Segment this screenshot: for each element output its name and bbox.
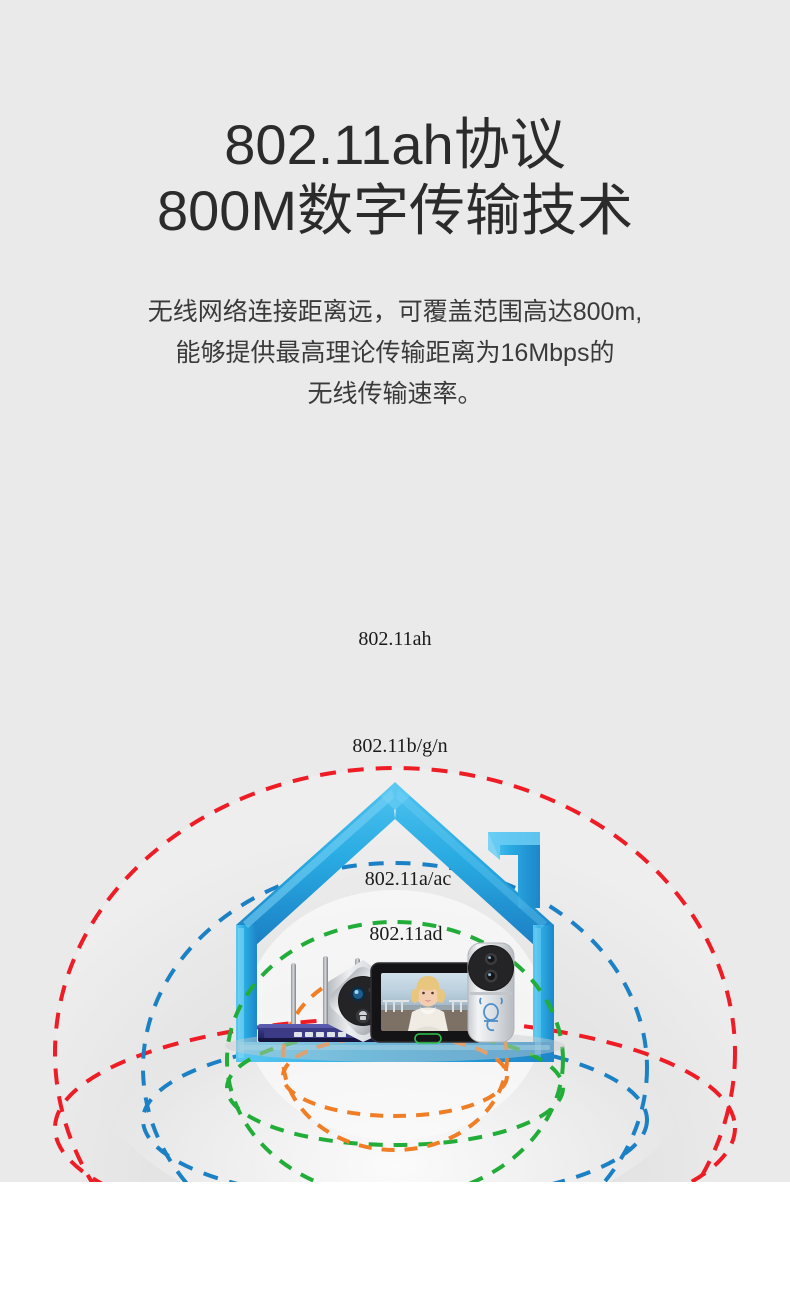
ring-label-802-11aac: 802.11a/ac: [365, 868, 452, 890]
page-subtitle: 无线网络连接距离远，可覆盖范围高达800m, 能够提供最高理论传输距离为16Mb…: [147, 298, 643, 409]
doorbell-touch-icon: [479, 997, 503, 1032]
tablet-screen-photo: [381, 973, 475, 1031]
house-outline: [236, 782, 554, 1062]
ring-label-802-11bgn: 802.11b/g/n: [352, 735, 447, 757]
video-doorbell-icon: [467, 942, 515, 1043]
bottom-white-strip: [0, 1182, 790, 1291]
header: 802.11ah协议 800M数字传输技术 无线网络连接距离远，可覆盖范围高达8…: [0, 0, 790, 415]
page-title: 802.11ah协议 800M数字传输技术: [156, 113, 634, 243]
ring-label-802-11ah: 802.11ah: [358, 628, 431, 650]
video-monitor-tablet-icon: [370, 962, 486, 1044]
ring-label-802-11ad: 802.11ad: [369, 923, 442, 945]
coverage-diagram: 802.11ah 802.11b/g/n: [0, 560, 790, 1220]
